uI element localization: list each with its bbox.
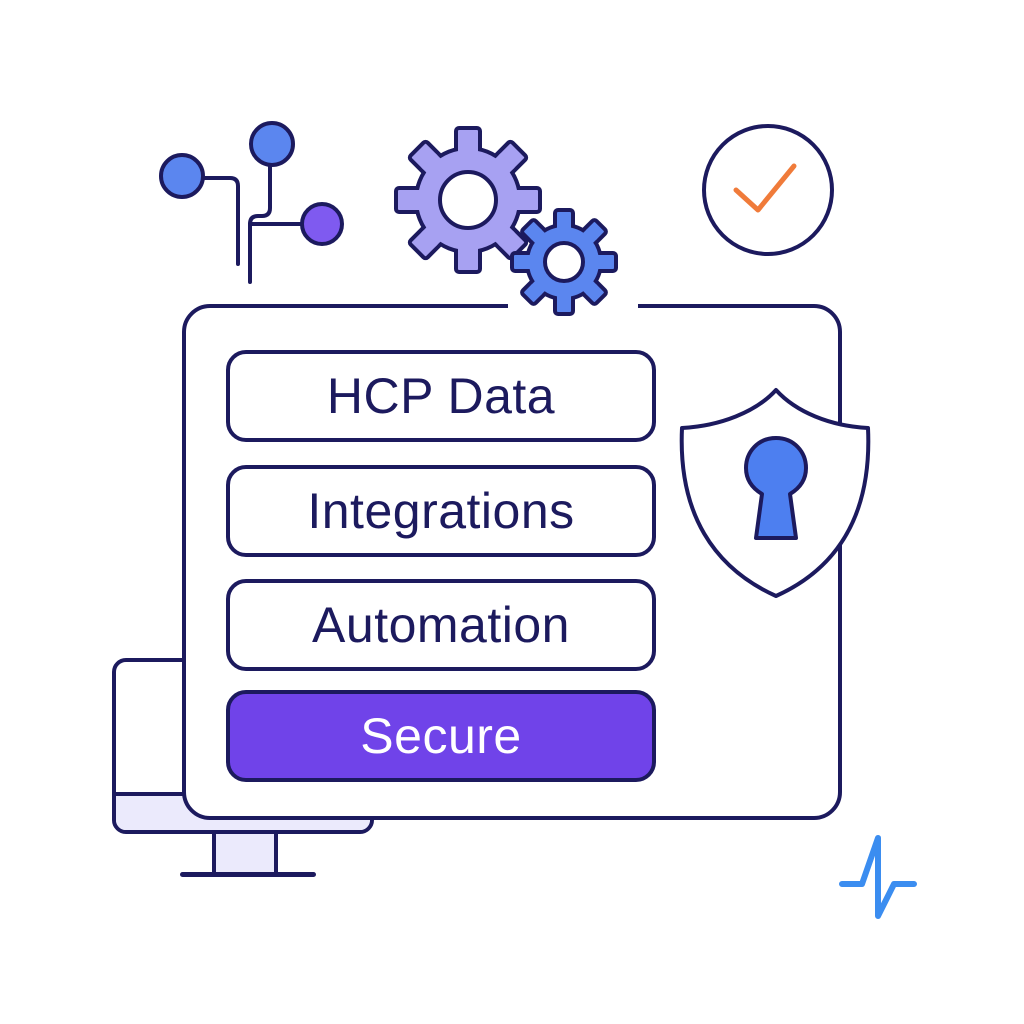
gear-icon xyxy=(390,126,630,326)
network-nodes-icon xyxy=(150,116,360,296)
monitor-base xyxy=(180,872,316,877)
secure-button[interactable]: Secure xyxy=(226,690,656,782)
shield-lock-icon xyxy=(672,382,882,608)
monitor-stand xyxy=(212,834,278,874)
hcp-data-button[interactable]: HCP Data xyxy=(226,350,656,442)
integrations-button[interactable]: Integrations xyxy=(226,465,656,557)
automation-button[interactable]: Automation xyxy=(226,579,656,671)
check-circle-icon xyxy=(696,118,840,262)
lightning-icon xyxy=(836,826,926,942)
